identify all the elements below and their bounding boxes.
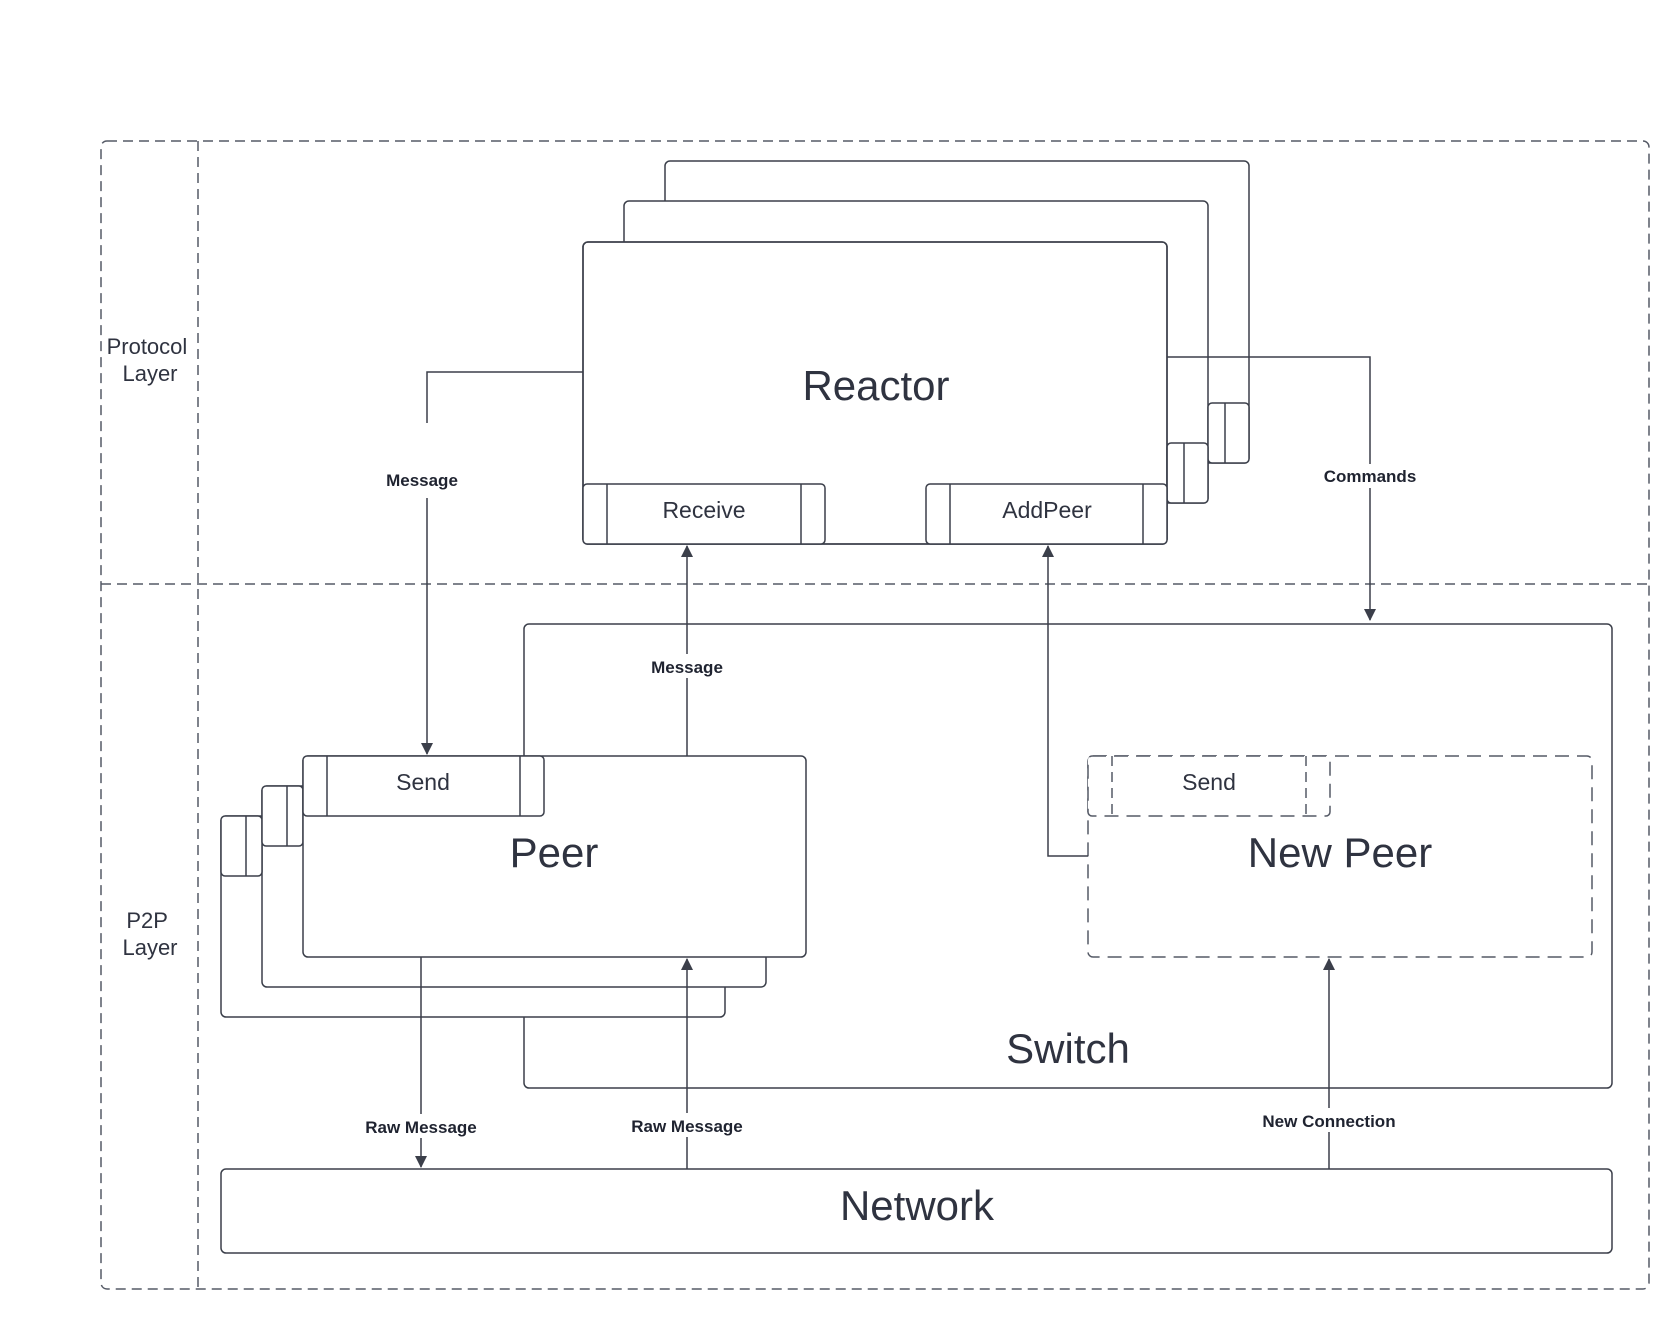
receive-label: Receive [662,497,745,523]
edge-label-network-to-peer: Raw Message [631,1117,743,1136]
edge-label-peer-to-network: Raw Message [365,1118,477,1137]
receive-port [582,483,826,545]
new-peer-send-port [1087,755,1331,817]
peer-send-label: Send [396,769,450,795]
reactor-stack [582,160,1250,545]
reactor-box [582,241,1168,545]
addpeer-label: AddPeer [1002,497,1092,523]
lane-label-p2p: P2P Layer [122,908,177,960]
switch-label: Switch [1006,1025,1130,1072]
edge-label-reactor-to-send: Message [386,471,458,490]
edge-commands [1167,356,1376,621]
edge-newpeer-to-addpeer [1042,545,1088,857]
peer-label: Peer [510,829,599,876]
edge-label-commands: Commands [1324,467,1417,486]
lane-label-protocol: Protocol Layer [107,334,194,386]
swimlane-frame [100,140,1650,1290]
reactor-label: Reactor [802,362,949,409]
edge-label-new-connection: New Connection [1262,1112,1395,1131]
network-box [220,1168,1613,1254]
network-label: Network [840,1182,995,1229]
edge-label-peer-to-receive: Message [651,658,723,677]
peer-send-port [302,755,545,817]
addpeer-port [925,483,1168,545]
new-peer-send-label: Send [1182,769,1236,795]
edge-reactor-to-send [426,371,583,423]
new-peer-label: New Peer [1248,829,1432,876]
